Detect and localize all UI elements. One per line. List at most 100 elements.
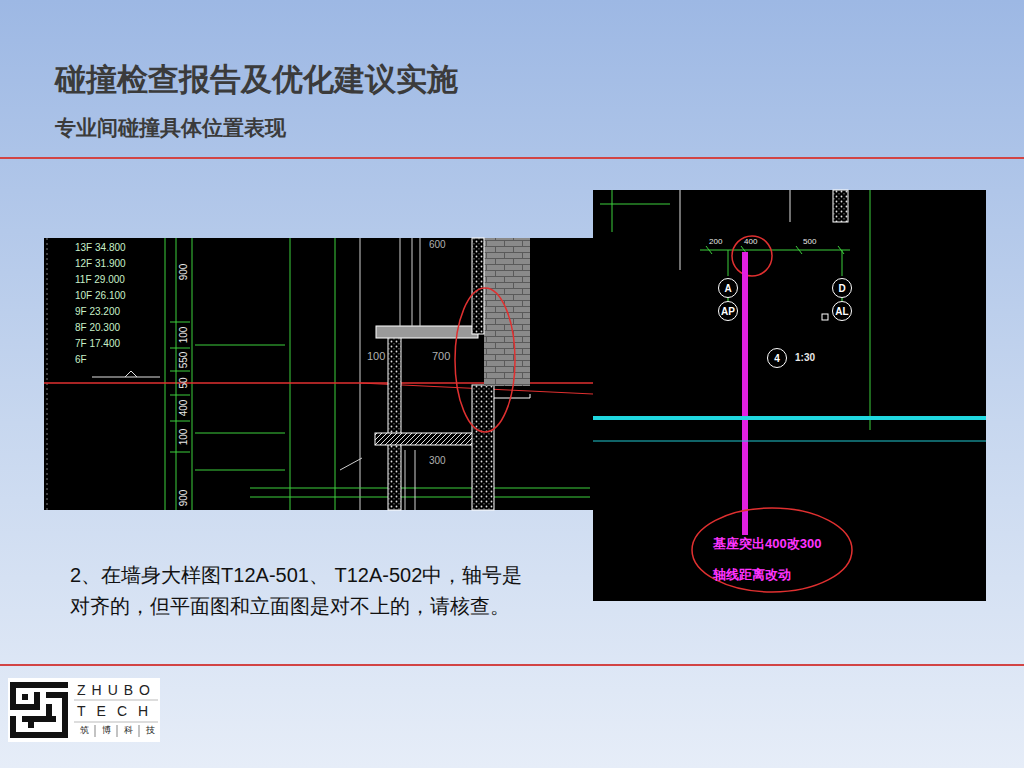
dimension-line	[700, 250, 850, 251]
base-projection	[742, 252, 748, 535]
grid-line	[192, 238, 193, 510]
logo-text: TECH	[77, 703, 159, 719]
column-section	[472, 385, 494, 510]
clash-marker	[455, 288, 515, 432]
logo-text: ZHUBO	[77, 682, 156, 698]
issue-note: 2、在墙身大样图T12A-501、 T12A-502中，轴号是对齐的，但平面图和…	[70, 560, 540, 622]
header-rule	[0, 157, 1024, 159]
axis-circle: A	[718, 278, 738, 298]
slide-title: 碰撞检查报告及优化建议实施	[55, 62, 458, 98]
grid-line	[335, 238, 336, 510]
floor-slab	[376, 326, 478, 338]
dimension: 100	[178, 327, 190, 344]
dimension: 400	[178, 400, 190, 417]
grid-line	[360, 238, 361, 510]
logo-stroke	[62, 692, 68, 738]
wall-section	[388, 330, 401, 510]
axis-line	[842, 250, 843, 276]
cad-screen	[44, 238, 593, 510]
logo-text: 科	[124, 725, 133, 735]
logo-text: 技	[146, 725, 155, 735]
axis-circle: AP	[718, 301, 738, 321]
logo-divider	[95, 725, 139, 737]
clash-marker	[732, 236, 772, 276]
logo-stroke	[28, 722, 34, 728]
axis-circle: 4	[767, 348, 787, 368]
dimension: 300	[428, 455, 447, 467]
drawing-scale: 1:30	[795, 352, 815, 364]
edge-line	[47, 238, 48, 510]
axis-label: 4	[774, 353, 780, 364]
grid-line	[290, 238, 291, 510]
dimension-ticks	[706, 246, 844, 254]
floor-level: 10F 26.100	[75, 290, 126, 302]
dimension-line	[600, 204, 670, 205]
slab-edge	[593, 416, 986, 420]
dimension: 550	[178, 352, 190, 369]
wall-section	[833, 190, 848, 222]
outline-line	[790, 190, 791, 222]
grid-line	[612, 190, 613, 232]
wall-section	[472, 238, 484, 334]
dimension: 500	[803, 237, 816, 246]
logo-stroke	[22, 694, 28, 700]
outline-line	[680, 190, 681, 270]
grid-line	[165, 238, 166, 510]
dimension-line	[176, 238, 177, 510]
dimension: 400	[744, 237, 757, 246]
axis-label: AP	[721, 306, 735, 317]
axis-label: D	[838, 283, 845, 294]
dimension: 600	[428, 239, 447, 251]
logo-divider	[74, 700, 158, 701]
axis-label: AL	[835, 306, 848, 317]
dimension: 900	[178, 264, 190, 281]
level-mark	[92, 371, 160, 377]
dimension: 50	[178, 377, 190, 388]
axis-line	[728, 250, 729, 276]
plan-detail-drawing	[593, 190, 986, 601]
footer-rule	[0, 664, 1024, 666]
dimension: 200	[709, 237, 722, 246]
cad-screen	[593, 190, 986, 601]
axis-circle: D	[832, 278, 852, 298]
dimension: 100	[366, 350, 386, 363]
logo-text: 博	[102, 725, 111, 735]
logo-stroke	[10, 732, 68, 738]
dimension: 700	[431, 350, 451, 363]
dimension: 900	[178, 490, 190, 507]
axis-circle: AL	[832, 301, 852, 321]
point-mark	[822, 314, 828, 320]
floor-slab	[375, 433, 475, 445]
logo-ground	[8, 678, 160, 742]
change-note: 轴线距离改动	[713, 568, 791, 583]
wall-section-drawing	[44, 238, 593, 510]
dimension-ticks	[170, 322, 190, 452]
logo-divider	[74, 722, 158, 723]
floor-level: 11F 29.000	[75, 274, 125, 286]
floor-level: 9F 23.200	[75, 306, 120, 318]
dimension: 100	[178, 429, 190, 446]
floor-level: 13F 34.800	[75, 242, 126, 254]
logo-stroke	[34, 692, 40, 710]
floor-level: 8F 20.300	[75, 322, 120, 334]
floor-level: 7F 17.400	[75, 338, 120, 350]
slab-edge	[593, 441, 986, 442]
floor-level: 6F	[75, 354, 87, 366]
floor-level: 12F 31.900	[75, 258, 126, 270]
window-frame	[400, 238, 420, 510]
company-logo	[8, 678, 160, 742]
grid-line	[870, 190, 871, 430]
logo-text: 筑	[80, 725, 89, 735]
leader-line	[340, 458, 362, 470]
logo-stroke	[46, 704, 52, 722]
logo-mark	[10, 682, 68, 738]
slide-subtitle: 专业间碰撞具体位置表现	[55, 116, 286, 140]
logo-stroke	[10, 682, 68, 688]
note-marker	[692, 508, 852, 592]
axis-label: A	[724, 283, 731, 294]
change-note: 基座突出400改300	[713, 537, 821, 552]
